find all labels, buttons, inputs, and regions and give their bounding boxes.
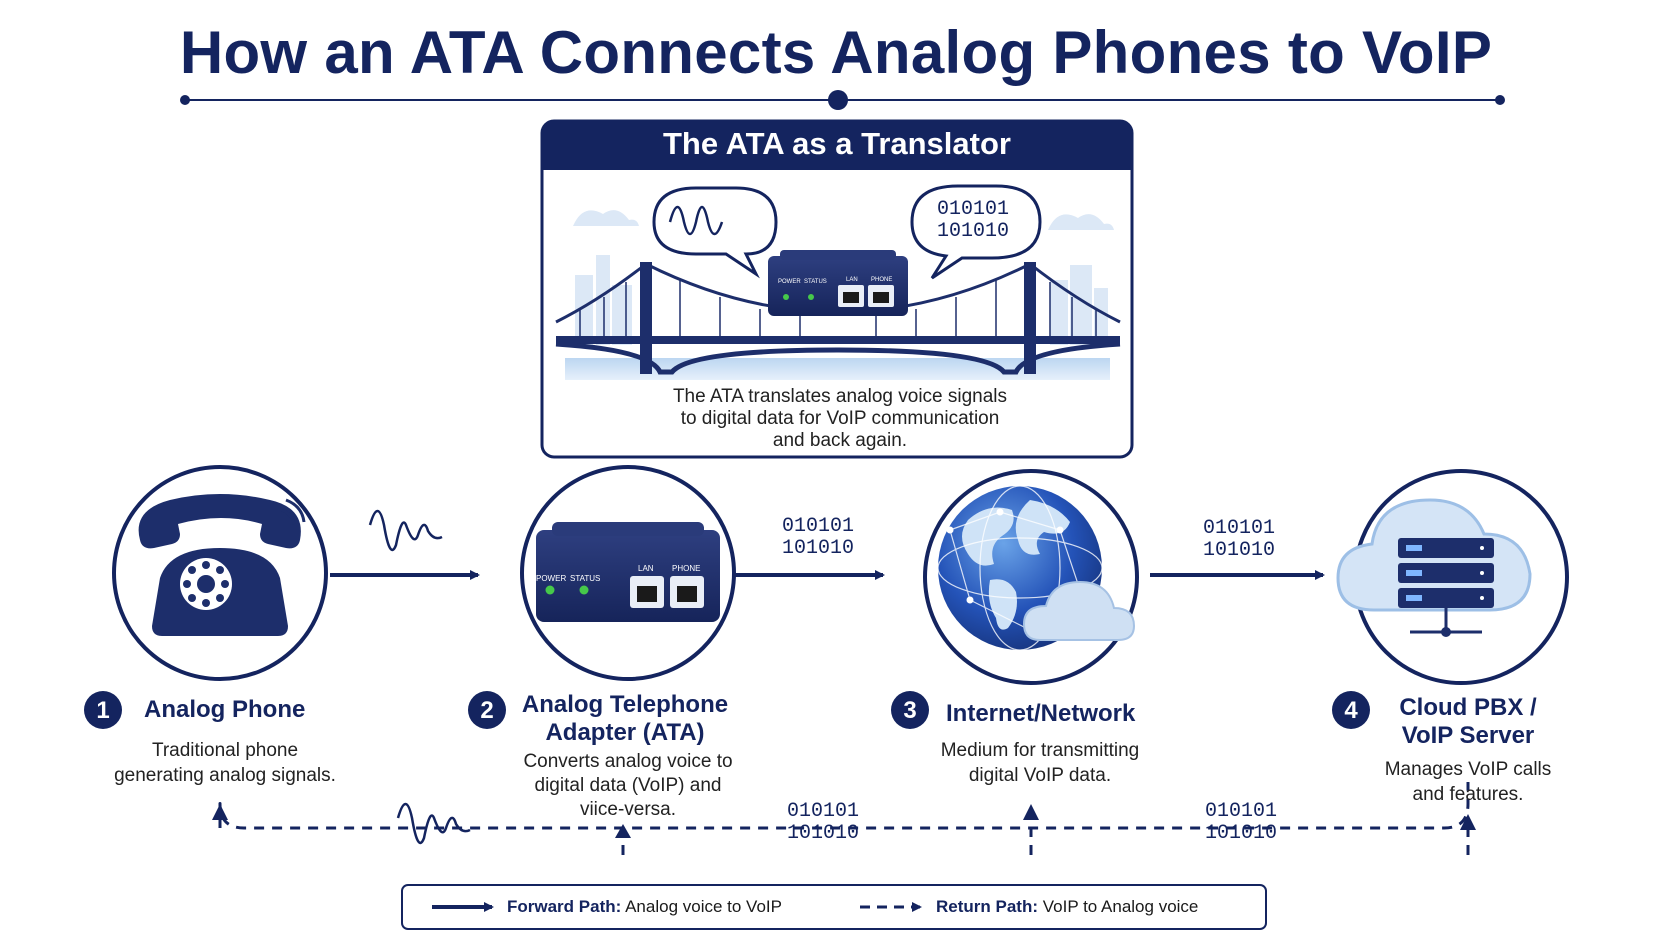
ata-status-label: STATUS xyxy=(570,574,601,583)
binary-line: 101010 xyxy=(936,220,1009,243)
binary-line: 010101 xyxy=(1202,517,1275,540)
desc-line: Converts analog voice to xyxy=(523,751,733,772)
step-3-description: Medium for transmitting digital VoIP dat… xyxy=(910,738,1170,788)
desc-line: digital data (VoIP) and xyxy=(534,775,722,796)
legend-forward-text: Analog voice to VoIP xyxy=(625,897,782,916)
forward-binary-1: 010101 101010 xyxy=(763,516,873,560)
legend-return: Return Path: VoIP to Analog voice xyxy=(936,897,1198,917)
analog-wave-return-icon xyxy=(396,802,471,844)
binary-line: 101010 xyxy=(781,537,854,560)
legend-box xyxy=(401,884,1267,930)
step-2-badge-icon xyxy=(468,691,506,729)
small-phone-label: PHONE xyxy=(871,277,893,283)
step-title-line: Adapter (ATA) xyxy=(545,719,705,746)
step-1-title: Analog Phone xyxy=(144,696,364,724)
desc-line: Traditional phone xyxy=(151,740,299,761)
water-icon xyxy=(565,358,1110,380)
step-title-line: Cloud PBX / xyxy=(1399,694,1537,721)
binary-line: 010101 xyxy=(781,515,854,538)
ata-device-icon xyxy=(536,522,720,622)
desc-line: generating analog signals. xyxy=(114,765,336,786)
step-title-line: Analog Telephone xyxy=(521,691,729,718)
desc-line: and features. xyxy=(1412,784,1524,805)
binary-line: 101010 xyxy=(786,822,859,845)
binary-line: 101010 xyxy=(1202,539,1275,562)
binary-bubble-icon xyxy=(910,184,1042,280)
small-status-label: STATUS xyxy=(804,279,827,285)
step-4-description: Manages VoIP calls and features. xyxy=(1348,757,1588,807)
return-arrowheads xyxy=(212,804,1476,838)
caption-line: and back again. xyxy=(772,430,908,451)
desc-line: Medium for transmitting xyxy=(940,740,1140,761)
step-3-number: 3 xyxy=(903,697,917,724)
translator-caption: The ATA translates analog voice signals … xyxy=(570,386,1110,452)
step-2-number: 2 xyxy=(480,697,494,724)
ata-phone-label: PHONE xyxy=(672,564,701,573)
return-binary-1: 010101 101010 xyxy=(768,801,878,845)
caption-line: to digital data for VoIP communication xyxy=(680,408,1000,429)
caption-line: The ATA translates analog voice signals xyxy=(672,386,1008,407)
legend-forward-label: Forward Path: xyxy=(507,897,622,916)
legend-return-text: VoIP to Analog voice xyxy=(1042,897,1199,916)
step-3-title: Internet/Network xyxy=(946,700,1166,728)
binary-line: 010101 xyxy=(936,198,1009,221)
desc-line: viice-versa. xyxy=(579,799,677,820)
step-3-badge-icon xyxy=(891,691,929,729)
legend-forward: Forward Path: Analog voice to VoIP xyxy=(507,897,782,917)
analog-wave-bubble-icon xyxy=(652,186,778,279)
step-4-title: Cloud PBX / VoIP Server xyxy=(1378,694,1558,750)
small-lan-label: LAN xyxy=(846,277,858,283)
ata-power-label: POWER xyxy=(536,574,567,583)
step-4-badge-icon xyxy=(1332,691,1370,729)
city-skyline-icon xyxy=(573,210,1114,345)
step-title-line: Internet/Network xyxy=(946,700,1136,727)
binary-line: 010101 xyxy=(786,800,859,823)
ata-lan-label: LAN xyxy=(638,564,654,573)
analog-phone-icon xyxy=(138,494,306,636)
translator-heading: The ATA as a Translator xyxy=(663,126,1011,161)
forward-binary-2: 010101 101010 xyxy=(1184,518,1294,562)
return-binary-2: 010101 101010 xyxy=(1186,801,1296,845)
small-power-label: POWER xyxy=(778,279,801,285)
desc-line: Manages VoIP calls xyxy=(1384,759,1552,780)
page-title: How an ATA Connects Analog Phones to VoI… xyxy=(179,19,1493,86)
ata-device-small-icon xyxy=(768,250,908,316)
legend-return-label: Return Path: xyxy=(936,897,1038,916)
step-2-title: Analog Telephone Adapter (ATA) xyxy=(510,691,740,747)
desc-line: digital VoIP data. xyxy=(968,765,1112,786)
step-4-number: 4 xyxy=(1344,697,1358,724)
analog-wave-icon xyxy=(368,509,443,551)
step-1-number: 1 xyxy=(96,697,110,724)
step-title-line: Analog Phone xyxy=(144,696,306,723)
step-1-badge-icon xyxy=(84,691,122,729)
step-title-line: VoIP Server xyxy=(1401,722,1535,749)
title-divider xyxy=(180,90,1505,110)
step-1-description: Traditional phone generating analog sign… xyxy=(95,738,355,788)
binary-line: 010101 xyxy=(1204,800,1277,823)
translator-binary: 010101 101010 xyxy=(918,199,1028,243)
internet-globe-icon xyxy=(937,485,1136,651)
cloud-server-icon xyxy=(1336,498,1532,637)
binary-line: 101010 xyxy=(1204,822,1277,845)
bridge-icon xyxy=(555,262,1121,375)
step-2-description: Converts analog voice to digital data (V… xyxy=(498,750,758,822)
